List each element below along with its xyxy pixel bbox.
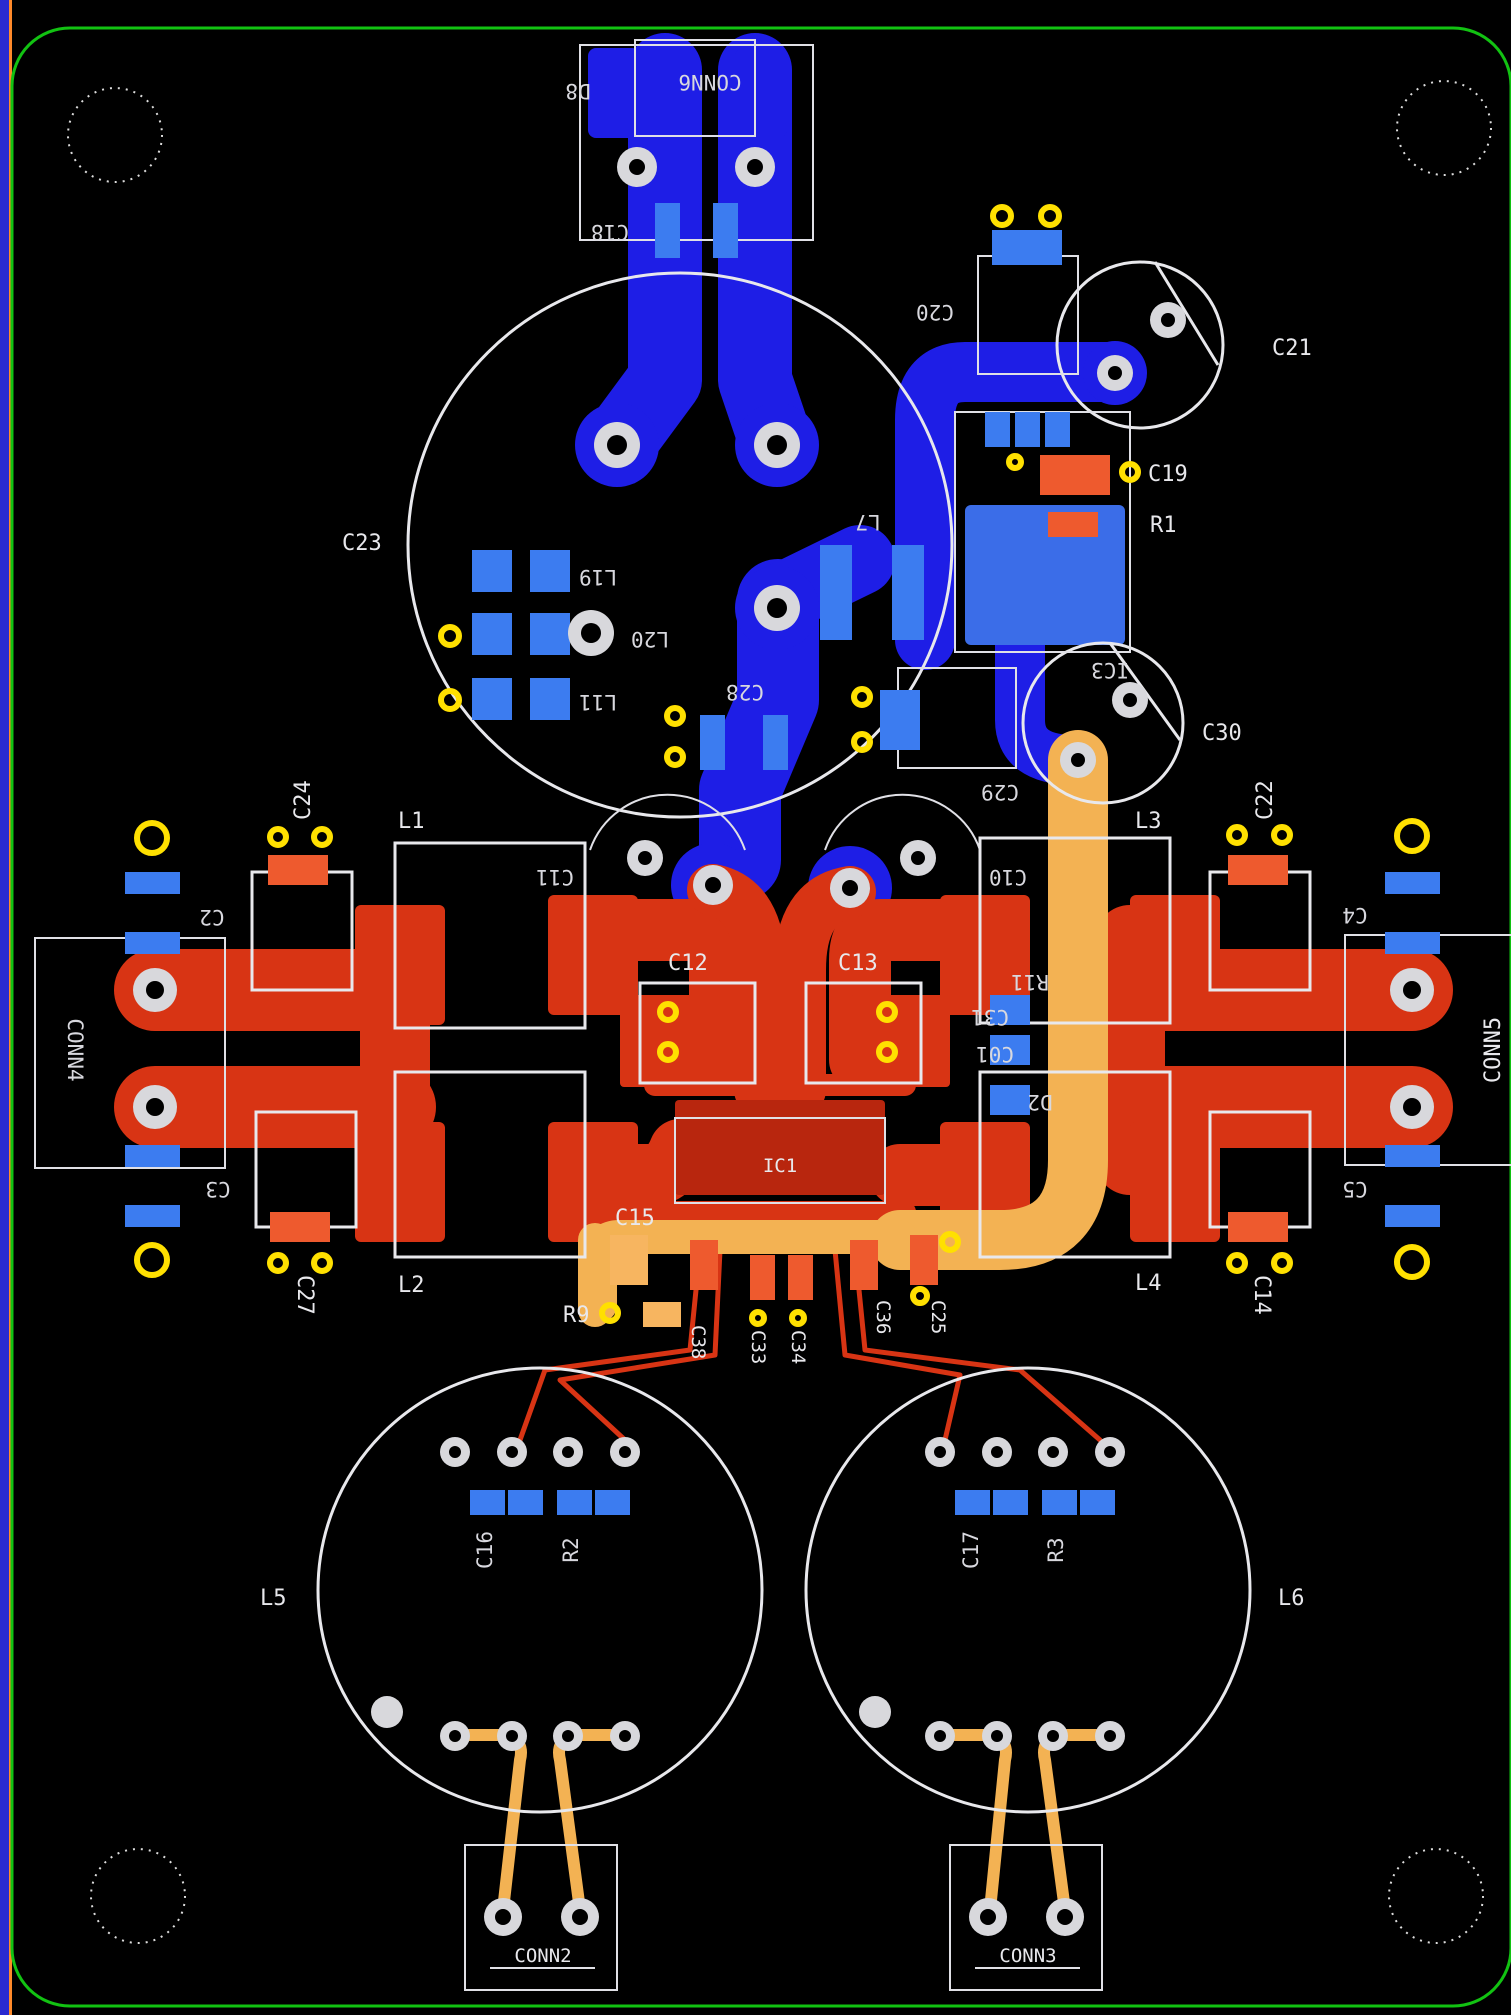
label-l11: L11 — [579, 690, 617, 714]
r1-copper-pad — [965, 505, 1125, 645]
bottom-copper-layer — [580, 33, 1140, 901]
label-c25: C25 — [927, 1300, 949, 1334]
label-conn5: CONN5 — [1481, 1017, 1506, 1083]
l3-left-pad — [940, 895, 1030, 1015]
label-c13: C13 — [838, 951, 878, 976]
label-ic1: IC1 — [763, 1155, 797, 1177]
label-c2: C2 — [199, 905, 224, 929]
label-l2: L2 — [398, 1273, 425, 1298]
r1-outline — [954, 411, 1131, 653]
mounting-hole-top-left — [67, 87, 163, 183]
label-l1: L1 — [398, 809, 425, 834]
label-d2: D2 — [1027, 1090, 1052, 1114]
through-hole-pads — [133, 147, 1434, 1936]
label-conn2: CONN2 — [514, 1945, 571, 1967]
label-c31: C31 — [971, 1005, 1009, 1029]
l2-right-pad — [548, 1122, 638, 1242]
mounting-hole-top-right — [1396, 80, 1492, 176]
c23-outline — [406, 271, 954, 819]
l2-outline — [393, 1070, 587, 1259]
label-c19: C19 — [1148, 462, 1188, 487]
label-conn6: CONN6 — [678, 70, 741, 94]
l1-outline — [393, 841, 587, 1030]
label-c38: C38 — [687, 1325, 709, 1359]
top-smd-pads — [268, 455, 1288, 1327]
label-c11: C11 — [536, 865, 574, 889]
label-c30: C30 — [1202, 721, 1242, 746]
mounting-hole-bottom-right — [1388, 1848, 1484, 1944]
bottom-smd-pads — [125, 203, 1440, 1515]
l3-outline — [978, 836, 1172, 1025]
label-l3: L3 — [1135, 809, 1162, 834]
component-labels: CONN6 D8 C18 C20 C21 C19 R1 C23 L7 L19 L… — [63, 70, 1506, 1967]
label-conn4: CONN4 — [63, 1018, 87, 1081]
board-outline — [10, 26, 1511, 2008]
label-c34: C34 — [787, 1330, 809, 1364]
l3-right-pad — [1130, 895, 1220, 1015]
label-c4: C4 — [1342, 903, 1367, 927]
l4-right-pad — [1130, 1122, 1220, 1242]
l5-outline — [316, 1366, 764, 1814]
vias — [134, 204, 1430, 1327]
label-c36: C36 — [872, 1300, 894, 1334]
label-c12: C12 — [668, 951, 708, 976]
c10-outline — [824, 793, 981, 851]
conn6-pad-right-copper — [735, 48, 787, 138]
l2-left-pad — [355, 1122, 445, 1242]
c12-outline — [638, 981, 757, 1085]
label-r11: R11 — [1011, 970, 1049, 994]
left-edge-strip — [0, 0, 9, 2015]
label-c15: C15 — [615, 1206, 655, 1231]
label-c16: C16 — [473, 1531, 497, 1569]
label-c24: C24 — [291, 780, 316, 820]
c13-outline — [804, 981, 923, 1085]
conn2-outline — [464, 1844, 618, 1991]
label-l4: L4 — [1135, 1271, 1162, 1296]
label-l6: L6 — [1278, 1586, 1305, 1611]
label-c14: C14 — [1249, 1275, 1274, 1315]
label-c10: C10 — [989, 865, 1027, 889]
mounting-hole-bottom-left — [90, 1848, 186, 1944]
label-c5: C5 — [1342, 1177, 1367, 1201]
label-c20: C20 — [916, 300, 954, 324]
label-r3: R3 — [1044, 1537, 1068, 1562]
label-l7: L7 — [855, 510, 880, 534]
ic1-outline — [674, 1117, 886, 1204]
label-c23: C23 — [342, 531, 382, 556]
l1-left-pad — [355, 905, 445, 1025]
conn6-pad-left-copper — [588, 48, 640, 138]
label-c29: C29 — [981, 780, 1019, 804]
c30-outline — [1021, 641, 1185, 805]
c21-outline — [1055, 260, 1225, 430]
label-r9: R9 — [563, 1303, 590, 1328]
label-c22: C22 — [1253, 780, 1278, 820]
l4-outline — [978, 1070, 1172, 1259]
label-c17: C17 — [959, 1531, 983, 1569]
mounting-holes — [67, 80, 1492, 1944]
l6-outline — [804, 1366, 1252, 1814]
label-c27: C27 — [292, 1275, 317, 1315]
label-r2: R2 — [559, 1537, 583, 1562]
label-c21: C21 — [1272, 336, 1312, 361]
c11-outline — [589, 793, 746, 851]
top-copper-pours — [355, 895, 1220, 1242]
label-ic3: IC3 — [1091, 658, 1129, 682]
label-c18: C18 — [591, 220, 629, 244]
conn6-outline — [579, 44, 814, 241]
label-c01: C01 — [976, 1042, 1014, 1066]
label-d8: D8 — [565, 79, 590, 103]
label-r1: R1 — [1150, 513, 1177, 538]
label-l19: L19 — [579, 565, 617, 589]
label-l20: L20 — [631, 627, 669, 651]
label-c28: C28 — [726, 680, 764, 704]
label-c33: C33 — [747, 1330, 769, 1364]
label-conn3: CONN3 — [999, 1945, 1056, 1967]
label-c3: C3 — [205, 1177, 230, 1201]
conn3-outline — [949, 1844, 1103, 1991]
label-l5: L5 — [260, 1586, 287, 1611]
l1-right-pad — [548, 895, 638, 1015]
